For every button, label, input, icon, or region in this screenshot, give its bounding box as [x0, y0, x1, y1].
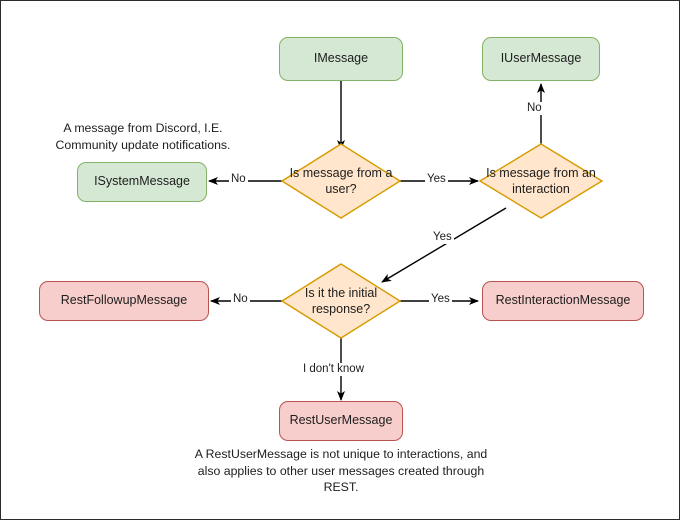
edge-label-initial-response-unknown: I don't know: [301, 363, 367, 376]
node-restfollowupmessage[interactable]: RestFollowupMessage: [39, 281, 209, 321]
node-restinteractionmessage-label: RestInteractionMessage: [495, 293, 631, 308]
edge-label-from-user-no: No: [229, 173, 248, 186]
node-question-initial-response-label: Is it the initial response?: [304, 285, 378, 316]
diamond-shape-initial-response: [281, 263, 401, 339]
node-question-from-interaction[interactable]: Is message from an interaction: [479, 143, 603, 219]
node-restusermessage-label: RestUserMessage: [289, 413, 393, 428]
node-restusermessage[interactable]: RestUserMessage: [279, 401, 403, 441]
node-question-from-interaction-label: Is message from an interaction: [486, 165, 596, 196]
node-iusermessage[interactable]: IUserMessage: [482, 37, 600, 81]
edge-label-initial-response-no: No: [231, 293, 250, 306]
node-question-initial-response[interactable]: Is it the initial response?: [281, 263, 401, 339]
note-system-message: A message from Discord, I.E. Community u…: [55, 121, 231, 152]
node-question-from-user[interactable]: Is message from a user?: [281, 143, 401, 219]
node-restfollowupmessage-label: RestFollowupMessage: [60, 293, 188, 308]
diamond-shape-from-user: [281, 143, 401, 219]
edge-label-initial-response-yes: Yes: [429, 293, 452, 306]
node-imessage[interactable]: IMessage: [279, 37, 403, 81]
note-rest-user-message: A RestUserMessage is not unique to inter…: [194, 447, 488, 495]
node-isystemmessage[interactable]: ISystemMessage: [77, 162, 207, 202]
diamond-shape-from-interaction: [479, 143, 603, 219]
node-isystemmessage-label: ISystemMessage: [94, 174, 190, 189]
edge-label-from-interaction-yes: Yes: [431, 231, 454, 244]
node-restinteractionmessage[interactable]: RestInteractionMessage: [482, 281, 644, 321]
edge-label-from-interaction-no: No: [525, 102, 544, 115]
node-imessage-label: IMessage: [313, 51, 369, 66]
edge-label-from-user-yes: Yes: [425, 173, 448, 186]
node-iusermessage-label: IUserMessage: [500, 51, 582, 66]
node-question-from-user-label: Is message from a user?: [289, 165, 393, 196]
